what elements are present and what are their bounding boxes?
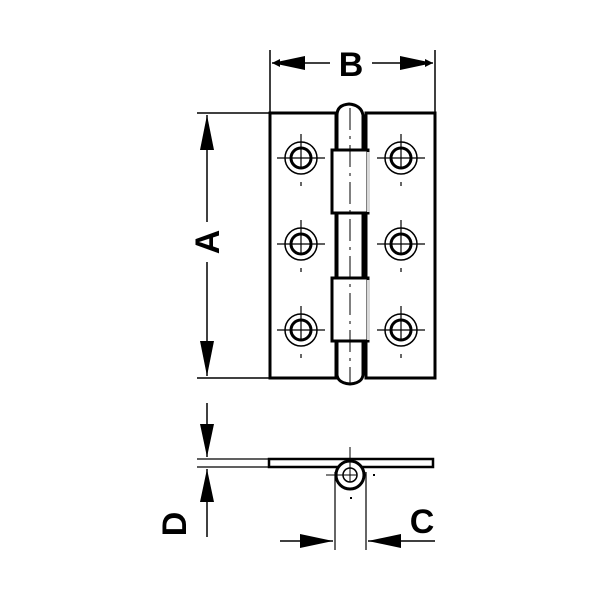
label-c: C — [410, 503, 435, 541]
dimension-b: B — [269, 46, 436, 113]
screw-hole-right-1 — [377, 134, 425, 186]
screw-hole-left-1 — [277, 134, 325, 186]
label-d: D — [156, 512, 194, 537]
screw-hole-right-2 — [377, 220, 425, 272]
dimension-a: A — [189, 112, 270, 379]
screw-hole-left-2 — [277, 220, 325, 272]
label-a: A — [189, 230, 227, 255]
hinge-side-view — [267, 447, 435, 499]
dimension-c: C — [280, 472, 435, 550]
label-b: B — [339, 46, 364, 84]
screw-hole-left-3 — [277, 306, 325, 358]
screw-hole-right-3 — [377, 306, 425, 358]
screw-holes — [277, 134, 425, 358]
dimension-d: D — [156, 403, 269, 537]
